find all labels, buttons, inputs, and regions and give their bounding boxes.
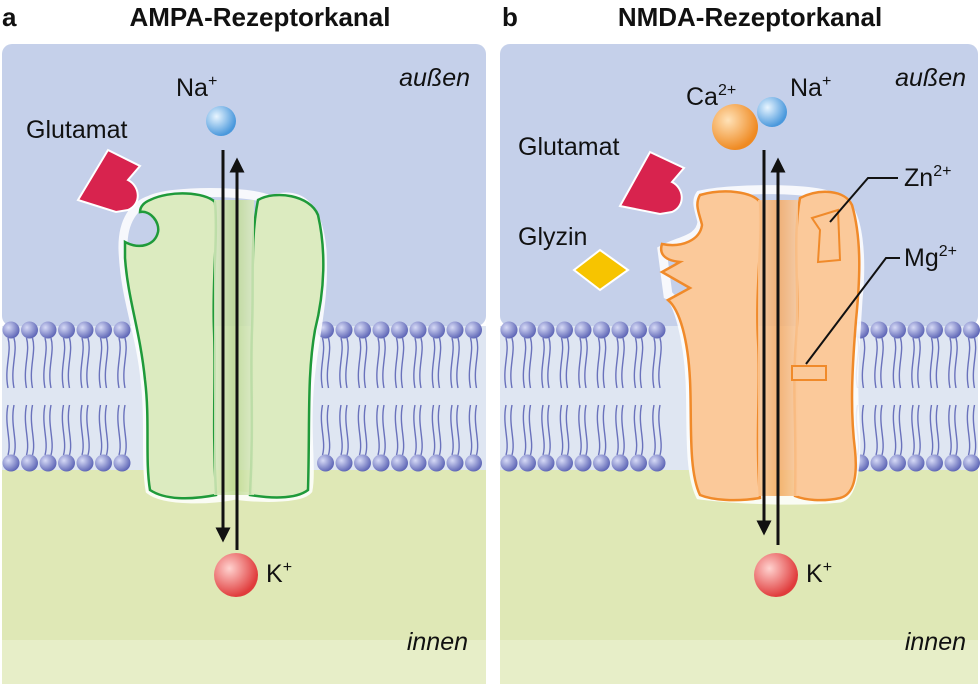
ampa-glutamate-icon	[76, 148, 142, 214]
panel-a-na-label: Na+	[176, 73, 217, 102]
membrane-bilayer-a	[2, 321, 482, 472]
membrane-bilayer-b	[500, 321, 980, 472]
nmda-sodium-ion-icon	[757, 97, 787, 127]
panel-b-mg-label: Mg2+	[904, 243, 957, 272]
panel-a-outside-label: außen	[399, 64, 470, 92]
panel-a-glutamate-label: Glutamat	[26, 116, 127, 144]
nmda-glutamate-icon	[618, 150, 686, 216]
mg-leader-line	[805, 257, 900, 365]
panel-a-inside-label: innen	[407, 628, 468, 656]
panel-b-letter: b	[502, 2, 518, 32]
ampa-potassium-ion-icon	[214, 553, 258, 597]
ampa-receptor	[118, 188, 327, 504]
panel-b-glycine-label: Glyzin	[518, 223, 587, 251]
panel-b-k-label: K+	[806, 559, 832, 588]
nmda-receptor	[657, 185, 865, 505]
panel-b-title: NMDA-Rezeptorkanal	[617, 2, 883, 32]
nmda-calcium-ion-icon	[712, 104, 758, 150]
panel-a-title: AMPA-Rezeptorkanal	[129, 2, 391, 32]
panel-a-k-label: K+	[266, 559, 292, 588]
nmda-glycine-icon	[572, 248, 630, 292]
panel-b-glutamate-label: Glutamat	[518, 133, 619, 161]
ampa-sodium-ion-icon	[206, 106, 236, 136]
panel-a-letter: a	[2, 2, 17, 32]
panel-b-inside-label: innen	[905, 628, 966, 656]
zn-leader-line	[829, 177, 898, 223]
panel-b-zn-label: Zn2+	[904, 163, 951, 192]
panel-b-outside-label: außen	[895, 64, 966, 92]
nmda-potassium-ion-icon	[754, 553, 798, 597]
panel-b-na-label: Na+	[790, 73, 831, 102]
panel-b-ca-label: Ca2+	[686, 82, 736, 111]
